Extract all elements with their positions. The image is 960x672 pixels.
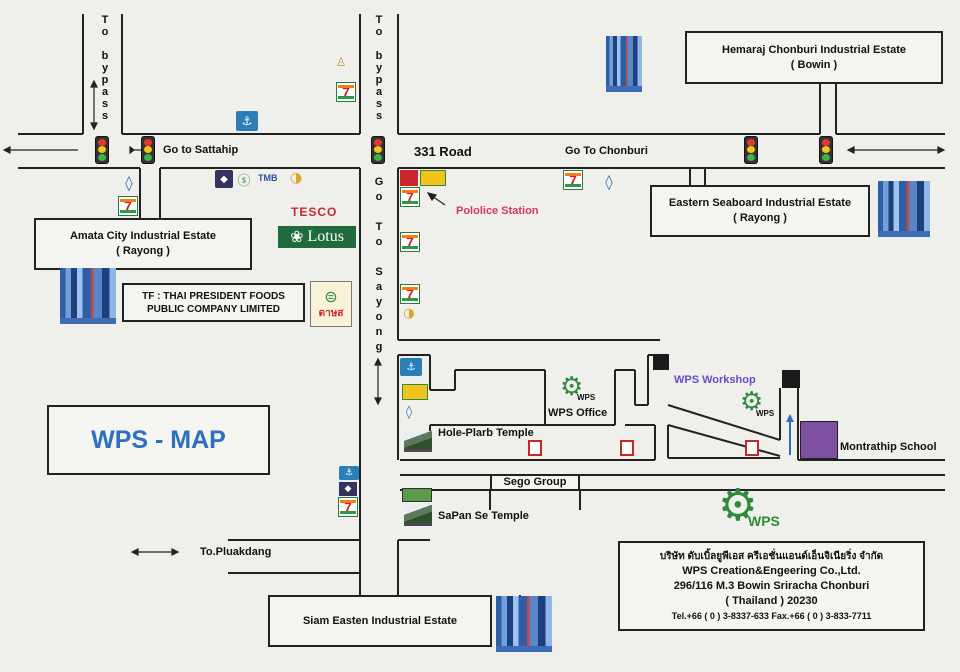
bank-icon: ⓢ bbox=[237, 173, 251, 189]
to-bypass-label-left: T o b y p a s s bbox=[101, 14, 109, 122]
industrial-building-icon bbox=[878, 181, 930, 237]
company-contact: Tel.+66 ( 0 ) 3-8337-633 Fax.+66 ( 0 ) 3… bbox=[671, 610, 872, 621]
thai-brand-text: ดาษส bbox=[318, 308, 344, 319]
sego-group-name: Sego Group bbox=[503, 476, 567, 488]
tesco-label: TESCO bbox=[291, 205, 338, 219]
temple-icon bbox=[404, 431, 432, 452]
police-station-label: Pololice Station bbox=[456, 205, 539, 217]
sego-shop-icon bbox=[402, 488, 432, 502]
seven-eleven-icon: 7 bbox=[336, 82, 356, 102]
seven-eleven-icon: 7 bbox=[400, 187, 420, 207]
bank-icon: ⚓ bbox=[236, 111, 258, 131]
company-address: 296/116 M.3 Bowin Sriracha Chonburi bbox=[673, 579, 870, 592]
amata-name: Amata City Industrial Estate bbox=[69, 230, 217, 242]
seven-eleven-icon: 7 bbox=[563, 170, 583, 190]
seven-eleven-icon: 7 bbox=[338, 497, 358, 517]
landmark-marker bbox=[782, 370, 800, 388]
seven-eleven-icon: 7 bbox=[118, 196, 138, 216]
hemaraj-name: Hemaraj Chonburi Industrial Estate bbox=[722, 43, 906, 56]
mama-logo-icon: ⊜ bbox=[324, 287, 338, 306]
police-station-icon bbox=[400, 170, 418, 186]
traffic-light-icon bbox=[744, 136, 758, 164]
eastern-seaboard-estate-box: Eastern Seaboard Industrial Estate ( Ray… bbox=[650, 185, 870, 237]
vehicle-icon bbox=[745, 440, 759, 456]
go-to-sayong-label: G o T o S a y o n g bbox=[374, 176, 384, 353]
sego-group-box: Sego Group bbox=[490, 474, 580, 491]
gas-station-icon bbox=[402, 384, 428, 400]
amata-estate-box: Amata City Industrial Estate ( Rayong ) bbox=[34, 218, 252, 270]
company-thai-name: บริษัท ดับเบิ้ลยูพีเอส ครีเอชั่นแอนด์เอ็… bbox=[659, 550, 884, 562]
landmark-marker bbox=[653, 354, 669, 370]
shell-icon: ◑ bbox=[289, 170, 303, 186]
traffic-light-icon bbox=[95, 136, 109, 164]
road-edge bbox=[667, 404, 781, 441]
gas-station-icon bbox=[420, 170, 446, 186]
tmb-bank-label: TMB bbox=[258, 173, 278, 183]
to-bypass-label-center: T o b y p a s s bbox=[375, 14, 383, 122]
map-title: WPS - MAP bbox=[91, 426, 226, 454]
wps-office-label: WPS Office bbox=[548, 407, 608, 419]
wps-company-logo-label: WPS bbox=[748, 513, 780, 529]
temple-icon bbox=[404, 505, 432, 526]
eastern-seaboard-location: ( Rayong ) bbox=[733, 212, 787, 224]
bank-icon: ⚓ bbox=[400, 358, 422, 376]
thai-president-company: PUBLIC COMPANY LIMITED bbox=[147, 303, 280, 315]
company-name: WPS Creation&Engeering Co.,Ltd. bbox=[682, 564, 861, 577]
go-to-sattahip-label: Go to Sattahip bbox=[163, 144, 239, 156]
traffic-light-icon bbox=[371, 136, 385, 164]
hemaraj-location: ( Bowin ) bbox=[790, 58, 838, 71]
montrathip-school-label: Montrathip School bbox=[840, 441, 937, 453]
hole-plarb-temple-label: Hole-Plarb Temple bbox=[438, 427, 534, 439]
bank-icon: ⚓ bbox=[339, 466, 359, 480]
vehicle-icon bbox=[620, 440, 634, 456]
water-drop-icon: ◊ bbox=[605, 173, 613, 191]
lotus-logo: ❀ Lotus bbox=[278, 226, 356, 248]
wps-workshop-logo-label: WPS bbox=[756, 409, 775, 418]
company-country: ( Thailand ) 20230 bbox=[725, 594, 818, 607]
lotus-label: Lotus bbox=[307, 228, 344, 245]
traffic-light-icon bbox=[819, 136, 833, 164]
water-drop-icon: ◊ bbox=[125, 174, 133, 192]
to-pluakdang-label: To.Pluakdang bbox=[200, 546, 272, 558]
siam-easten-name: Siam Easten Industrial Estate bbox=[302, 614, 458, 627]
seven-eleven-icon: 7 bbox=[400, 232, 420, 252]
industrial-building-icon bbox=[606, 36, 642, 92]
hemaraj-estate-box: Hemaraj Chonburi Industrial Estate ( Bow… bbox=[685, 31, 943, 84]
wps-office-logo-label: WPS bbox=[577, 393, 596, 402]
wps-workshop-label: WPS Workshop bbox=[674, 374, 756, 386]
shell-icon: ◑ bbox=[403, 305, 415, 321]
wps-office-gear-icon: ⚙ bbox=[560, 372, 584, 402]
wps-company-gear-icon: ⚙ bbox=[718, 480, 758, 531]
thai-president-logo: ⊜ ดาษส bbox=[310, 281, 352, 327]
industrial-building-icon bbox=[496, 596, 552, 652]
company-info-box: บริษัท ดับเบิ้ลยูพีเอส ครีเอชั่นแอนด์เอ็… bbox=[618, 541, 925, 631]
industrial-building-icon bbox=[60, 268, 116, 324]
road-edge bbox=[667, 424, 781, 457]
wps-workshop-gear-icon: ⚙ bbox=[740, 387, 764, 417]
bank-icon: ♙ bbox=[335, 55, 347, 69]
road-331-label: 331 Road bbox=[414, 144, 472, 159]
eastern-seaboard-name: Eastern Seaboard Industrial Estate bbox=[668, 197, 852, 209]
map-title-box: WPS - MAP bbox=[47, 405, 270, 475]
thai-president-name: TF : THAI PRESIDENT FOODS bbox=[142, 290, 285, 302]
amata-location: ( Rayong ) bbox=[116, 245, 170, 257]
traffic-light-icon bbox=[141, 136, 155, 164]
thai-president-foods-box: TF : THAI PRESIDENT FOODS PUBLIC COMPANY… bbox=[122, 283, 305, 322]
go-to-chonburi-label: Go To Chonburi bbox=[565, 145, 648, 157]
water-drop-icon: ◊ bbox=[405, 404, 413, 420]
vehicle-icon bbox=[528, 440, 542, 456]
seven-eleven-icon: 7 bbox=[400, 284, 420, 304]
bank-icon: ◆ bbox=[215, 170, 233, 188]
sapan-se-temple-label: SaPan Se Temple bbox=[438, 510, 529, 522]
siam-easten-estate-box: Siam Easten Industrial Estate bbox=[268, 595, 492, 647]
montrathip-school-marker bbox=[800, 421, 838, 459]
bank-icon: ◆ bbox=[339, 482, 357, 496]
